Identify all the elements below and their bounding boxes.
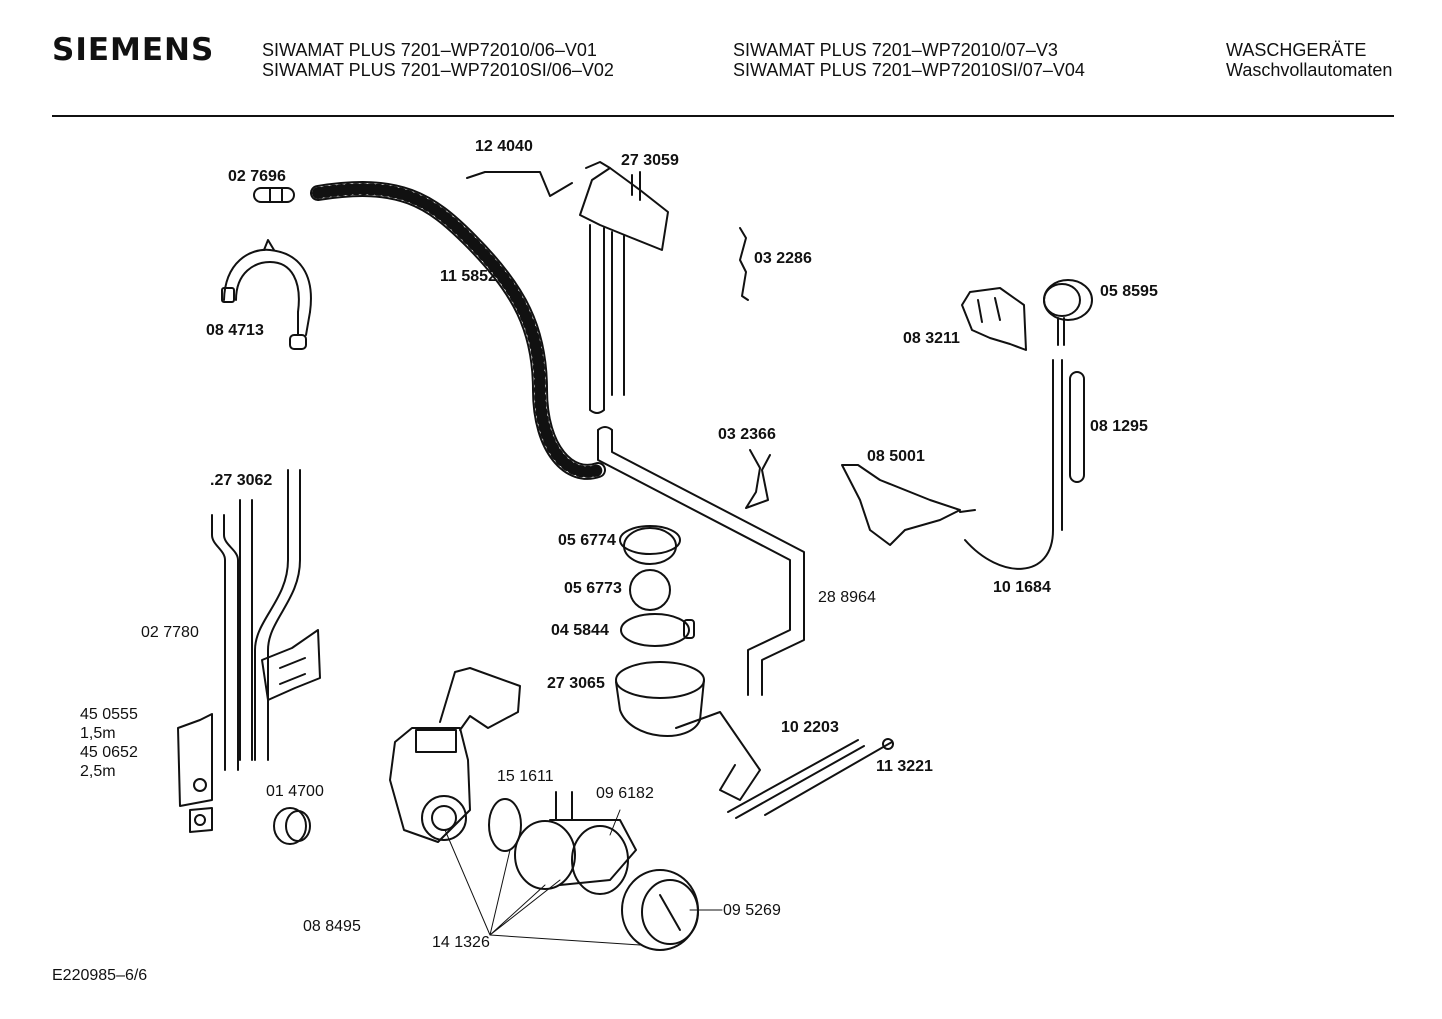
part-label: 03 2286: [754, 250, 812, 267]
tube-holder: [261, 629, 321, 701]
model-line: SIWAMAT PLUS 7201–WP72010SI/06–V02: [262, 60, 614, 80]
switch-holder: [961, 287, 1027, 351]
part-label: 14 1326: [432, 934, 490, 951]
pressure-hose: [964, 359, 1054, 570]
part-label: 05 6774: [558, 532, 616, 549]
clamp-ring: [620, 613, 695, 647]
screw-rod: [764, 741, 893, 816]
pump-filter: [621, 869, 699, 951]
pressure-switch: [1043, 279, 1093, 346]
part-label: 09 5269: [723, 902, 781, 919]
rod: [727, 739, 865, 819]
part-label: 27 3059: [621, 152, 679, 169]
part-label: 11 5852: [440, 268, 497, 285]
model-list-1: SIWAMAT PLUS 7201–WP72010/06–V01 SIWAMAT…: [262, 40, 614, 80]
part-label: 08 8495: [303, 918, 361, 935]
part-label: 10 2203: [781, 719, 839, 736]
coupling: [273, 807, 311, 845]
part-label: 15 1611: [497, 768, 554, 785]
hose-segment: [1069, 371, 1085, 483]
part-label: 10 1684: [993, 579, 1051, 596]
leader-lines: [444, 829, 641, 946]
part-label: 12 4040: [475, 138, 533, 155]
drain-pipe: [597, 426, 805, 696]
model-line: SIWAMAT PLUS 7201–WP72010SI/07–V04: [733, 60, 1085, 80]
category: WASCHGERÄTE Waschvollautomaten: [1226, 40, 1392, 80]
part-label: 05 6773: [564, 580, 622, 597]
sump-hose: [615, 661, 761, 801]
part-label: 45 0652: [80, 744, 138, 761]
part-label: 11 3221: [876, 758, 933, 775]
part-label: 02 7696: [228, 168, 286, 185]
part-label: 05 8595: [1100, 283, 1158, 300]
part-label: 08 3211: [903, 330, 960, 347]
small-bracket: [739, 227, 749, 301]
dispenser-tube: [579, 161, 669, 414]
part-label: 09 6182: [596, 785, 654, 802]
wire-clip: [745, 449, 771, 509]
part-label: 04 5844: [551, 622, 609, 639]
valve-ball: [629, 569, 671, 611]
length-label: 1,5m: [80, 725, 116, 742]
o-ring: [488, 798, 522, 852]
brand-logo: SIEMENS: [52, 32, 215, 68]
drain-pump: [389, 727, 471, 843]
part-label: 03 2366: [718, 426, 776, 443]
level-sensor-bracket: [841, 464, 976, 546]
hose-clamp: [221, 239, 312, 350]
pump-bracket: [439, 667, 521, 731]
model-list-2: SIWAMAT PLUS 7201–WP72010/07–V3 SIWAMAT …: [733, 40, 1085, 80]
seal-ring: [619, 525, 681, 565]
part-label: 28 8964: [818, 589, 876, 606]
header-rule: [52, 115, 1394, 117]
bent-rod: [466, 171, 573, 197]
mounting-plate: [177, 713, 213, 833]
model-line: SIWAMAT PLUS 7201–WP72010/07–V3: [733, 40, 1058, 60]
part-label: 01 4700: [266, 783, 324, 800]
part-label: .27 3062: [210, 472, 273, 489]
filter-housing: [514, 791, 637, 895]
length-label: 2,5m: [80, 763, 116, 780]
connector-part: [253, 187, 295, 203]
drain-tubes: [211, 469, 301, 771]
document-id: E220985–6/6: [52, 967, 148, 984]
category-line: Waschvollautomaten: [1226, 60, 1393, 80]
part-label: 02 7780: [141, 624, 199, 641]
part-label: 45 0555: [80, 706, 138, 723]
part-label: 08 1295: [1090, 418, 1148, 435]
part-label: 27 3065: [547, 675, 605, 692]
corrugated-hose: [310, 181, 606, 480]
category-line: WASCHGERÄTE: [1226, 40, 1367, 60]
part-label: 08 4713: [206, 322, 264, 339]
model-line: SIWAMAT PLUS 7201–WP72010/06–V01: [262, 40, 597, 60]
part-label: 08 5001: [867, 448, 925, 465]
